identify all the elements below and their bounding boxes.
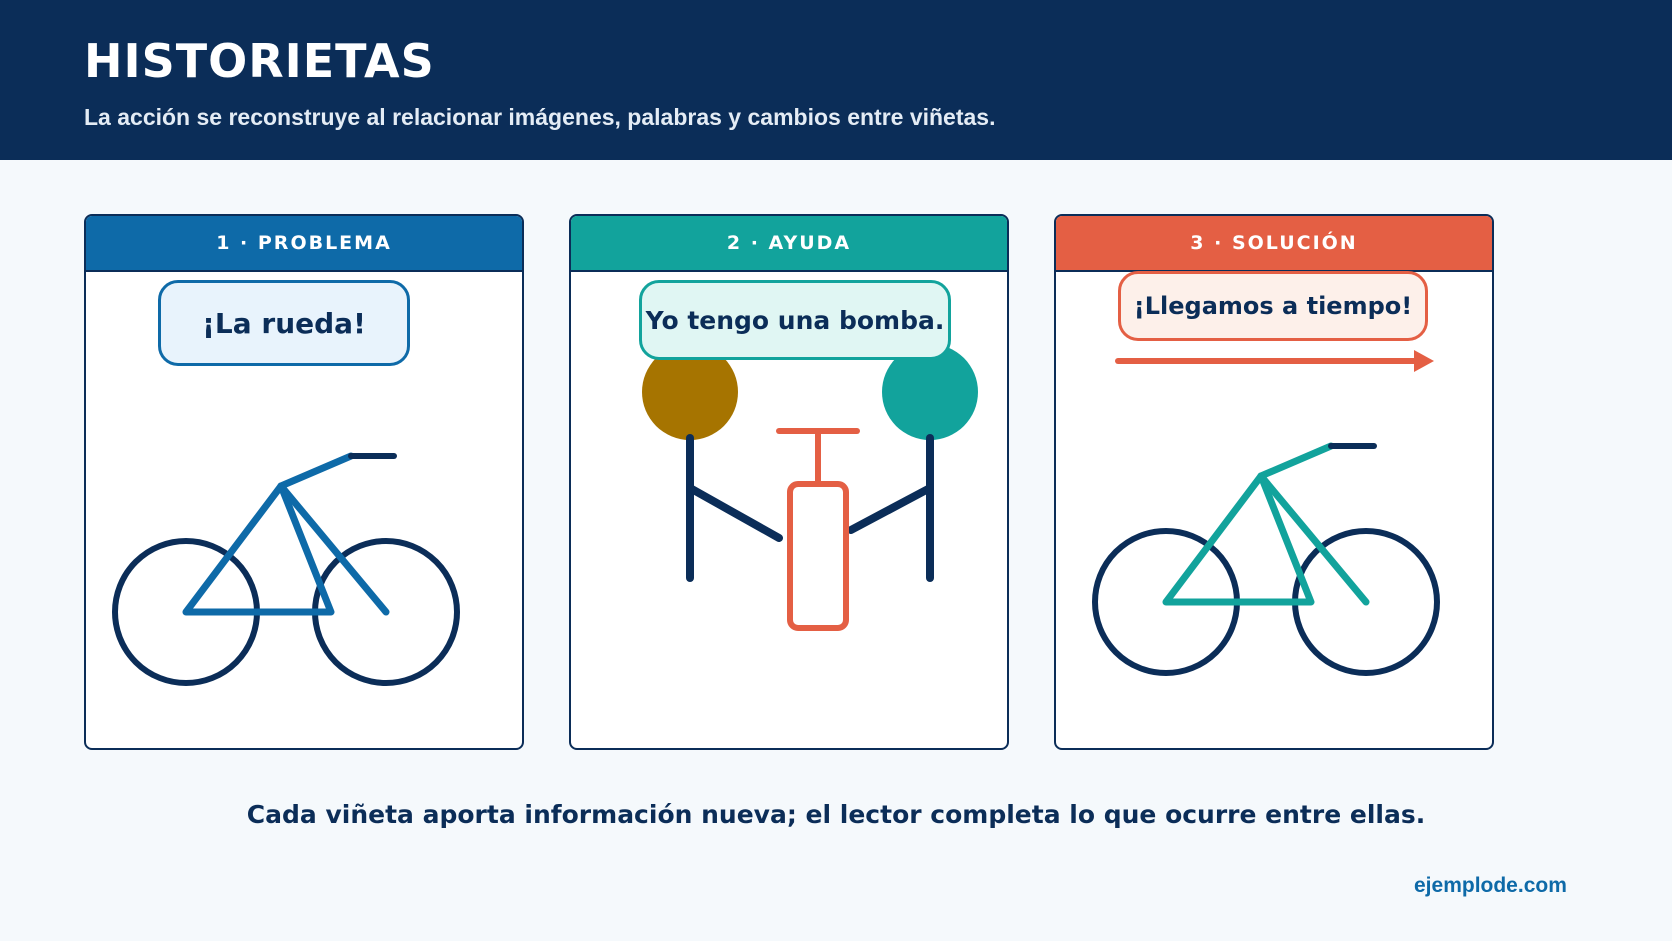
page-subtitle: La acción se reconstruye al relacionar i…	[84, 104, 996, 130]
panel-ayuda: 2 · AYUDA Yo tengo una bomba.	[569, 214, 1009, 750]
speech-bubble-problema: ¡La rueda!	[158, 280, 410, 366]
header-banner: HISTORIETAS La acción se reconstruye al …	[0, 0, 1672, 160]
site-link[interactable]: ejemplode.com	[1414, 874, 1567, 897]
speech-bubble-solucion: ¡Llegamos a tiempo!	[1118, 271, 1428, 341]
caption: Cada viñeta aporta información nueva; el…	[246, 800, 1426, 829]
bicycle-icon	[112, 452, 460, 686]
panel-header-problema: 1 · PROBLEMA	[86, 216, 522, 272]
panel-header-ayuda: 2 · AYUDA	[571, 216, 1007, 272]
page-title: HISTORIETAS	[84, 34, 435, 88]
panel-solucion: 3 · SOLUCIÓN ¡Llegamos a tiempo!	[1054, 214, 1494, 750]
speech-bubble-ayuda: Yo tengo una bomba.	[639, 280, 951, 360]
bicycle-icon	[1092, 350, 1440, 676]
pump-icon	[642, 344, 978, 631]
panel-problema: 1 · PROBLEMA ¡La rueda!	[84, 214, 524, 750]
